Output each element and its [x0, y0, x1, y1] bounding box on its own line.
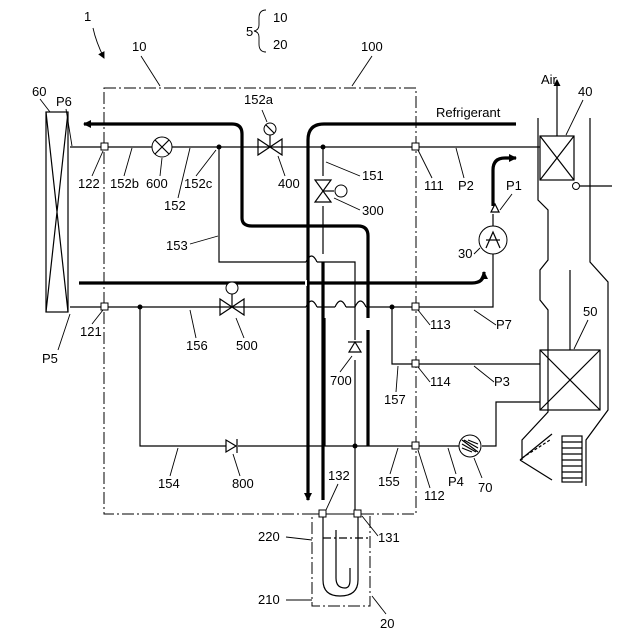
n152-label: 152	[164, 198, 186, 213]
unit-100-label: 100	[361, 39, 383, 54]
tank-20	[323, 530, 370, 596]
heat-exchanger-50	[540, 350, 600, 410]
n154-label: 154	[158, 476, 180, 491]
tank-210-label: 210	[258, 592, 280, 607]
refrigerant-label: Refrigerant	[436, 105, 501, 120]
unit-100-leader	[352, 56, 372, 86]
n113-label: 113	[430, 317, 451, 332]
n155-label: 155	[378, 474, 400, 489]
n112-label: 112	[424, 488, 445, 503]
v300-label: 300	[362, 203, 384, 218]
n121-label: 121	[80, 324, 102, 339]
heat-exchanger-40	[540, 136, 574, 180]
n156-label: 156	[186, 338, 208, 353]
n131-label: 131	[378, 530, 400, 545]
p5-label: P5	[42, 351, 58, 366]
hx-60-label: 60	[32, 84, 46, 99]
burner-icon	[520, 434, 552, 480]
n122-label: 122	[78, 176, 100, 191]
brace-group-label: 5	[246, 24, 253, 39]
p7-label: P7	[496, 317, 512, 332]
v500-label: 500	[236, 338, 258, 353]
tank-20-label: 20	[380, 616, 394, 631]
p4-label: P4	[448, 474, 464, 489]
n132-label: 132	[328, 468, 350, 483]
v700-label: 700	[330, 373, 352, 388]
unit-10-leader	[141, 56, 160, 86]
heat-exchanger-60	[46, 112, 68, 312]
p3-label: P3	[494, 374, 510, 389]
n111-label: 111	[424, 178, 444, 193]
compressor-label: 30	[458, 246, 472, 261]
v800-label: 800	[232, 476, 254, 491]
check-valve-700	[348, 342, 362, 352]
valve-70-label: 70	[478, 480, 492, 495]
v400-label: 400	[278, 176, 300, 191]
check-valve-icon	[226, 440, 236, 452]
n153-label: 153	[166, 238, 188, 253]
hx-50-label: 50	[583, 304, 597, 319]
tank-20-boundary	[312, 514, 370, 606]
hx-40-label: 40	[578, 84, 592, 99]
n152a-label: 152a	[244, 92, 274, 107]
duct-casing	[522, 118, 608, 486]
brace-top-label: 10	[273, 10, 287, 25]
p1-label: P1	[506, 178, 522, 193]
ports	[101, 143, 419, 517]
n151-label: 151	[362, 168, 384, 183]
n152b-label: 152b	[110, 176, 139, 191]
junction-nodes	[138, 145, 395, 449]
p6-label: P6	[56, 94, 72, 109]
valve-500	[220, 282, 244, 315]
system-label: 1	[84, 9, 91, 24]
n114-label: 114	[430, 374, 451, 389]
expansion-valve-600	[152, 137, 172, 157]
sensor-icon	[573, 183, 580, 190]
piping	[70, 147, 540, 530]
air-label: Air	[541, 72, 558, 87]
n152c-label: 152c	[184, 176, 213, 191]
v600-label: 600	[146, 176, 168, 191]
tank-220-label: 220	[258, 529, 280, 544]
check-valve-800	[226, 439, 237, 453]
n157-label: 157	[384, 392, 406, 407]
p2-label: P2	[458, 178, 474, 193]
brace-icon	[254, 10, 266, 52]
brace-bottom-label: 20	[273, 37, 287, 52]
valve-70	[459, 435, 481, 457]
check-valve-icon	[349, 342, 361, 352]
unit-10-label: 10	[132, 39, 146, 54]
valve-300	[315, 180, 347, 202]
burner-block	[562, 436, 582, 482]
valve-400	[258, 123, 282, 155]
arrow-down-icon	[93, 28, 104, 58]
